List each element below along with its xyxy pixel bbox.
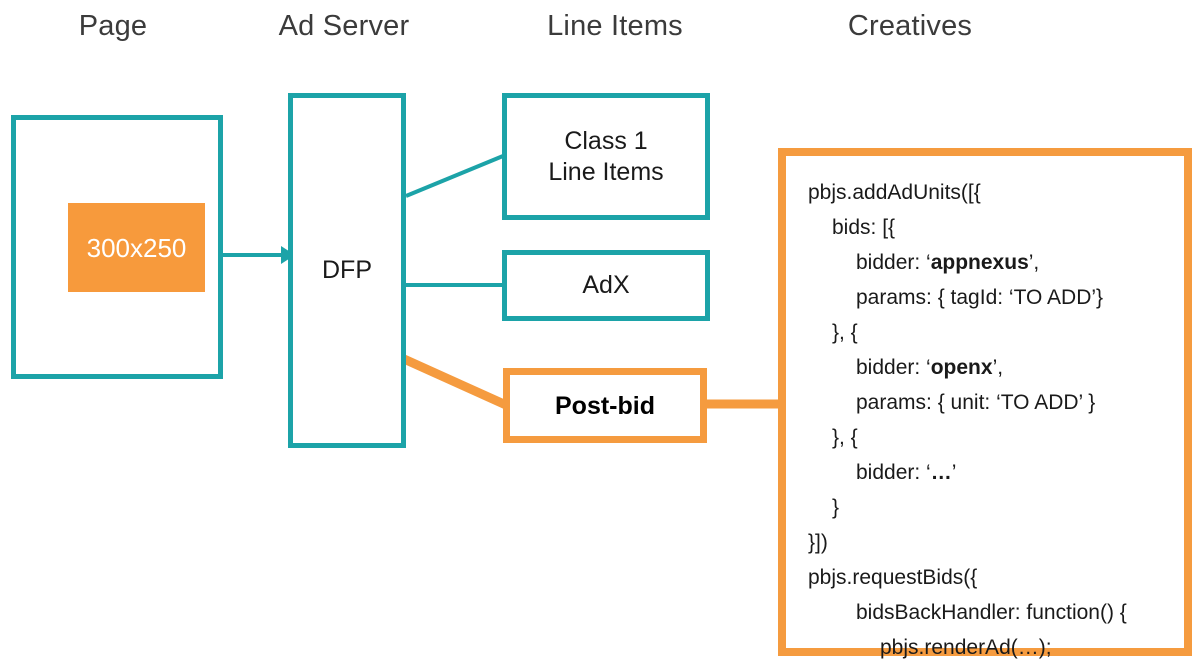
- post-bid-box[interactable]: Post-bid: [503, 368, 707, 443]
- column-header-line-items: Line Items: [547, 10, 683, 42]
- code-token: bids: [{: [832, 216, 896, 239]
- class-1-line-items-label: Class 1 Line Items: [548, 127, 664, 186]
- creatives-code-panel[interactable]: pbjs.addAdUnits([{bids: [{bidder: ‘appne…: [778, 148, 1192, 659]
- code-token: bidsBackHandler: function() {: [856, 601, 1127, 624]
- adx-box[interactable]: AdX: [502, 250, 710, 321]
- code-line: params: { unit: ‘TO ADD’ }: [808, 385, 1127, 420]
- ad-unit-300x250[interactable]: 300x250: [68, 203, 205, 292]
- code-token-bold: openx: [930, 356, 993, 379]
- code-token: ’,: [1028, 251, 1040, 274]
- code-token-bold: …: [930, 461, 952, 484]
- code-line: bids: [{: [808, 210, 1127, 245]
- code-line: pbjs.addAdUnits([{: [808, 175, 1127, 210]
- dfp-box[interactable]: DFP: [288, 93, 406, 448]
- code-token: pbjs.requestBids({: [808, 566, 978, 589]
- connector-dfp-to-class1: [405, 154, 504, 198]
- code-token: }, {: [832, 321, 858, 344]
- code-line: }: [808, 490, 1127, 525]
- ad-unit-label: 300x250: [86, 232, 187, 263]
- code-line: }, {: [808, 315, 1127, 350]
- dfp-label: DFP: [322, 256, 372, 285]
- column-header-page: Page: [78, 10, 148, 42]
- connector-dfp-to-postbid: [402, 354, 508, 410]
- code-line: bidder: ‘openx’,: [808, 350, 1127, 385]
- code-token: params: { unit: ‘TO ADD’ }: [856, 391, 1096, 414]
- code-token: }, {: [832, 426, 858, 449]
- code-token: }: [832, 496, 840, 519]
- code-line: params: { tagId: ‘TO ADD’}: [808, 280, 1127, 315]
- code-line: bidder: ‘appnexus’,: [808, 245, 1127, 280]
- column-header-creatives: Creatives: [847, 10, 973, 42]
- code-line: pbjs.requestBids({: [808, 560, 1127, 595]
- adx-label: AdX: [582, 271, 630, 300]
- code-line: bidsBackHandler: function() {: [808, 595, 1127, 630]
- code-token: bidder: ‘: [856, 356, 931, 379]
- code-line: }, {: [808, 420, 1127, 455]
- code-token: bidder: ‘: [856, 461, 931, 484]
- code-line: }]): [808, 525, 1127, 560]
- code-token: pbjs.renderAd(…);: [880, 636, 1052, 659]
- code-token: ’,: [992, 356, 1004, 379]
- class-1-line-items-box[interactable]: Class 1 Line Items: [502, 93, 710, 220]
- column-header-ad-server: Ad Server: [278, 10, 410, 42]
- code-token: bidder: ‘: [856, 251, 931, 274]
- prebid-code-snippet: pbjs.addAdUnits([{bids: [{bidder: ‘appne…: [808, 175, 1127, 664]
- code-token: ’: [951, 461, 957, 484]
- code-token: params: { tagId: ‘TO ADD’}: [856, 286, 1104, 309]
- code-token: }]): [808, 531, 828, 554]
- code-line: pbjs.renderAd(…);: [808, 630, 1127, 664]
- post-bid-label: Post-bid: [555, 391, 655, 420]
- code-token: pbjs.addAdUnits([{: [808, 181, 981, 204]
- code-line: bidder: ‘…’: [808, 455, 1127, 490]
- code-token-bold: appnexus: [930, 251, 1029, 274]
